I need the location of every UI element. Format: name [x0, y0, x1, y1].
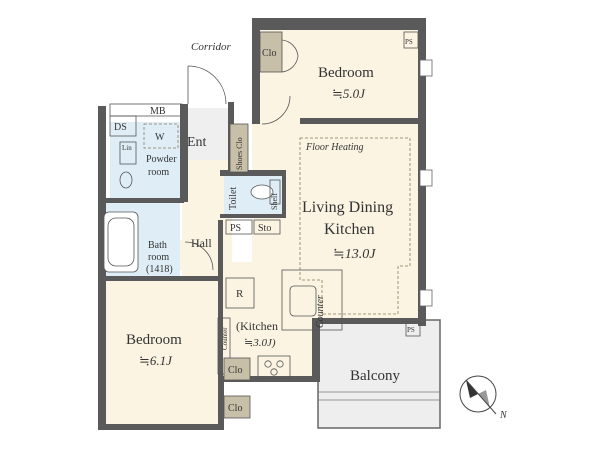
label-powder-room: room: [148, 167, 169, 178]
label-lin: Lin: [122, 144, 132, 152]
label-floor-heating: Floor Heating: [305, 142, 364, 153]
closet-left-1: [223, 357, 251, 381]
label-refrigerator: R: [236, 288, 244, 300]
label-shelf: Shelf: [270, 193, 279, 210]
label-bedroom-top: Bedroom: [318, 65, 374, 81]
bedroom-top-area: [258, 30, 420, 122]
label-counter-small: Counter: [221, 327, 229, 350]
label-bedroom-left-size: ≒6.1J: [139, 353, 173, 368]
label-counter-vertical: Counter: [315, 295, 326, 328]
label-bath-room: room: [148, 252, 169, 263]
label-bedroom-left: Bedroom: [126, 332, 182, 348]
label-balcony: Balcony: [350, 368, 400, 384]
label-bedroom-top-size: ≒5.0J: [332, 86, 366, 101]
label-bath-size: (1418): [146, 264, 173, 275]
label-closet-top: Clo: [262, 48, 276, 59]
bathtub: [103, 211, 139, 273]
label-ps-right: PS: [407, 326, 415, 334]
label-bath: Bath: [148, 240, 167, 251]
label-hall: Hall: [191, 236, 212, 250]
label-ldk-line1: Living Dining: [302, 199, 393, 216]
label-kitchen: (Kitchen: [236, 319, 278, 333]
entrance-area: [182, 108, 230, 160]
label-ldk-size: ≒13.0J: [333, 247, 376, 262]
label-closet-left-1: Clo: [228, 365, 242, 376]
bedroom-left-area: [100, 278, 220, 426]
label-toilet: Toilet: [228, 187, 239, 210]
closet-left-2: [223, 395, 251, 419]
label-w: W: [155, 132, 165, 143]
balcony-area: [317, 319, 441, 429]
kitchen-counter: [281, 269, 343, 331]
label-ent: Ent: [187, 135, 207, 150]
label-ps-mid: PS: [230, 223, 241, 234]
closet-top: [259, 31, 283, 73]
label-powder: Powder: [146, 154, 177, 165]
label-ps-top: PS: [405, 38, 413, 46]
label-closet-left-2: Clo: [228, 403, 242, 414]
label-shoes-closet: Shoes Clo: [235, 137, 244, 170]
label-ds: DS: [114, 122, 127, 133]
label-north: N: [499, 410, 508, 421]
room-labels: Corridor Bedroom ≒5.0J Clo PS MB DS W Li…: [114, 38, 508, 421]
north-compass: [459, 375, 497, 415]
label-corridor: Corridor: [191, 41, 231, 53]
label-mb: MB: [150, 106, 166, 117]
label-storage: Sto: [258, 223, 271, 234]
label-ldk-line2: Kitchen: [324, 221, 375, 238]
label-kitchen-size: ≒3.0J): [244, 337, 276, 349]
windows-right: [419, 59, 433, 307]
